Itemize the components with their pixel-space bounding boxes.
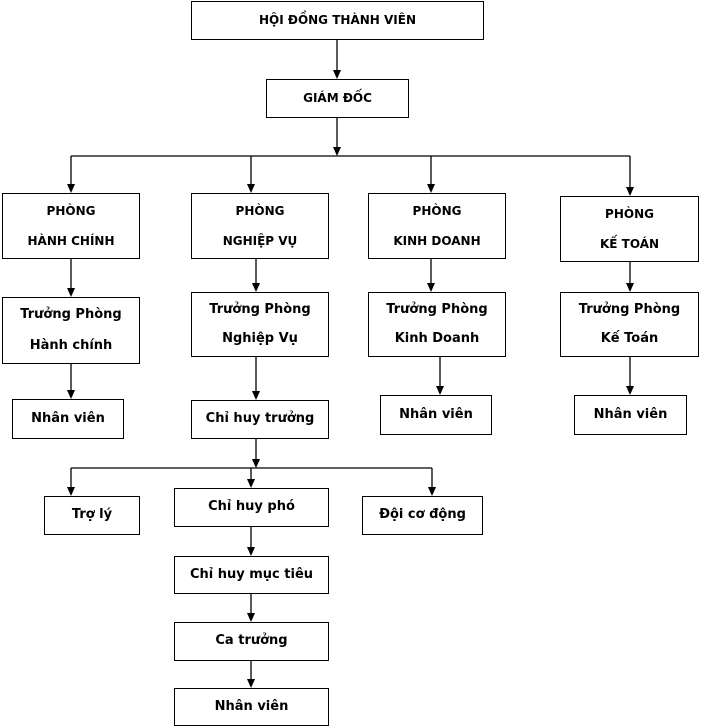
- arrowhead: [247, 547, 255, 556]
- node-label-line: NGHIỆP VỤ: [222, 233, 298, 248]
- node-label-line: GIÁM ĐỐC: [303, 91, 372, 105]
- node-label-line: HỘI ĐỒNG THÀNH VIÊN: [259, 13, 416, 27]
- node-label-line: Nghiệp Vụ: [222, 331, 298, 347]
- arrowhead: [247, 184, 255, 193]
- node-label-line: Đội cơ động: [379, 507, 466, 523]
- node-label-line: HÀNH CHÍNH: [27, 233, 115, 248]
- node-label-line: KẾ TOÁN: [599, 236, 660, 251]
- node-chi-huy-truong: Chỉ huy trưởng: [191, 400, 329, 439]
- node-label-line: Trưởng Phòng: [386, 301, 488, 317]
- node-truong-phong-hanh-chinh: Trưởng Phòng Hành chính: [2, 297, 140, 364]
- arrowhead: [252, 391, 260, 400]
- arrowhead: [626, 187, 634, 196]
- node-phong-hanh-chinh: PHÒNG HÀNH CHÍNH: [2, 193, 140, 259]
- node-truong-phong-ke-toan: Trưởng Phòng Kế Toán: [560, 292, 699, 357]
- arrowhead: [67, 487, 75, 496]
- node-nhan-vien-ke-toan: Nhân viên: [574, 395, 687, 435]
- node-label-line: Trưởng Phòng: [20, 307, 122, 323]
- arrowhead: [252, 459, 260, 468]
- arrowhead: [427, 184, 435, 193]
- arrowhead: [67, 184, 75, 193]
- node-truong-phong-kinh-doanh: Trưởng Phòng Kinh Doanh: [368, 292, 506, 357]
- node-nhan-vien-kinh-doanh: Nhân viên: [380, 395, 492, 435]
- arrowhead: [427, 283, 435, 292]
- node-label-line: PHÒNG: [46, 203, 96, 218]
- arrowhead: [247, 613, 255, 622]
- node-label-line: Trưởng Phòng: [209, 301, 311, 317]
- node-doi-co-dong: Đội cơ động: [362, 496, 483, 535]
- arrowhead: [67, 288, 75, 297]
- arrowhead: [333, 70, 341, 79]
- arrowhead: [252, 283, 260, 292]
- arrowhead: [626, 283, 634, 292]
- node-label-line: PHÒNG: [605, 206, 654, 221]
- node-nhan-vien-bottom: Nhân viên: [174, 688, 329, 726]
- node-phong-nghiep-vu: PHÒNG NGHIỆP VỤ: [191, 193, 329, 259]
- node-chi-huy-muc-tieu: Chỉ huy mục tiêu: [174, 556, 329, 594]
- node-label-line: Nhân viên: [593, 406, 668, 422]
- node-label-line: Nhân viên: [214, 698, 289, 714]
- node-label-line: PHÒNG: [412, 203, 462, 218]
- node-phong-ke-toan: PHÒNG KẾ TOÁN: [560, 196, 699, 262]
- arrowhead: [436, 386, 444, 395]
- node-label-line: KINH DOANH: [393, 233, 481, 248]
- node-phong-kinh-doanh: PHÒNG KINH DOANH: [368, 193, 506, 259]
- node-label-line: Kinh Doanh: [394, 331, 480, 347]
- arrowhead: [626, 386, 634, 395]
- node-label-line: Chỉ huy phó: [208, 499, 295, 515]
- node-label-line: Hành chính: [29, 337, 113, 353]
- node-label-line: Trưởng Phòng: [578, 301, 681, 317]
- node-truong-phong-nghiep-vu: Trưởng Phòng Nghiệp Vụ: [191, 292, 329, 357]
- arrowhead: [428, 487, 436, 496]
- node-label-line: Ca trưởng: [215, 633, 288, 649]
- node-ca-truong: Ca trưởng: [174, 622, 329, 661]
- node-label-line: Nhân viên: [31, 410, 105, 426]
- arrowhead: [333, 147, 341, 156]
- node-chi-huy-pho: Chỉ huy phó: [174, 488, 329, 527]
- arrowhead: [247, 679, 255, 688]
- arrowhead: [247, 479, 255, 488]
- node-label-line: PHÒNG: [235, 203, 285, 218]
- node-nhan-vien-hanh-chinh: Nhân viên: [12, 399, 124, 439]
- node-tro-ly: Trợ lý: [44, 496, 140, 535]
- node-label-line: Chỉ huy mục tiêu: [189, 566, 314, 582]
- node-hoi-dong-thanh-vien: HỘI ĐỒNG THÀNH VIÊN: [191, 1, 484, 40]
- arrowhead: [67, 390, 75, 399]
- node-label-line: Kế Toán: [600, 331, 659, 347]
- node-giam-doc: GIÁM ĐỐC: [266, 79, 409, 118]
- node-label-line: Chỉ huy trưởng: [205, 411, 315, 427]
- node-label-line: Trợ lý: [71, 507, 113, 523]
- node-label-line: Nhân viên: [399, 406, 473, 422]
